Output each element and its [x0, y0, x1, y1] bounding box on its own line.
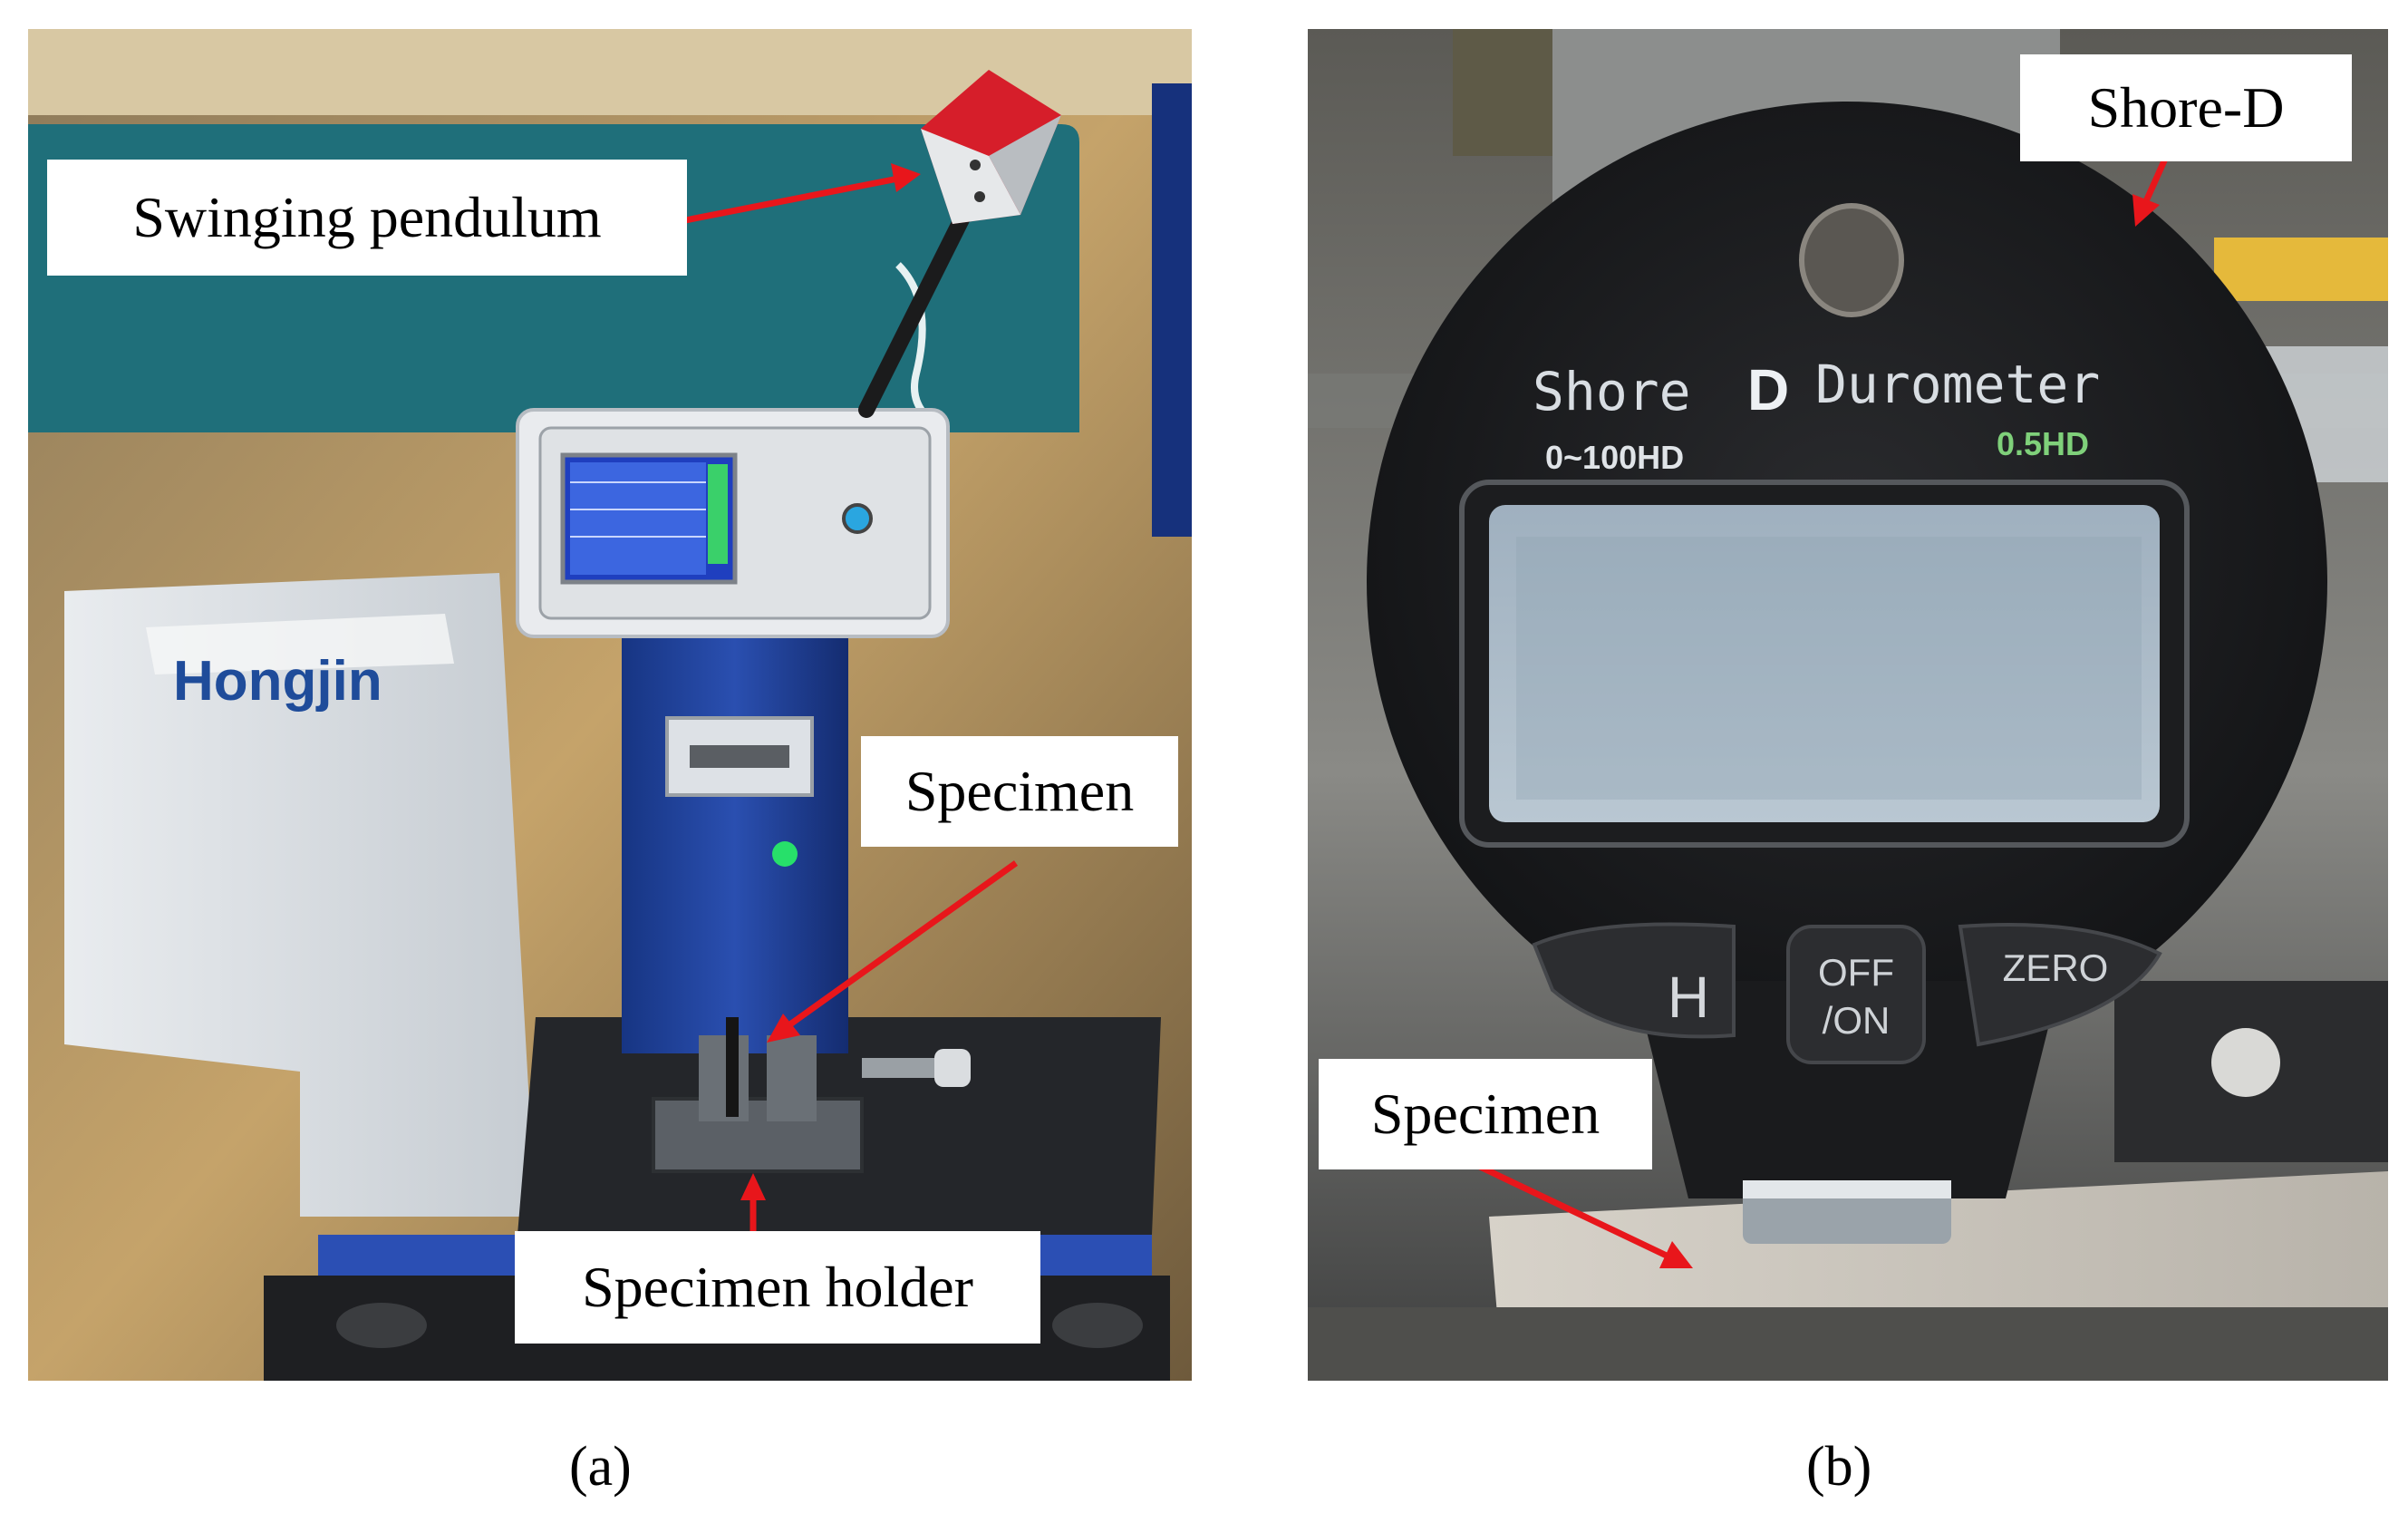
durometer-title-prefix: Shore — [1533, 361, 1691, 422]
zero-label: ZERO — [2003, 946, 2109, 989]
brand-emblem — [1799, 203, 1904, 317]
green-indicator-light — [772, 841, 798, 867]
h-button-label: H — [1668, 965, 1709, 1030]
callout-specimen-a: Specimen — [861, 736, 1178, 847]
photo-panel-b: Shore D Durometer 0~100HD 0.5HD H OFF /O… — [1308, 29, 2388, 1381]
machine-column — [622, 627, 848, 1053]
off-on-button — [1786, 925, 1926, 1064]
arrow-specimen-holder — [740, 1173, 766, 1235]
pendulum-head — [921, 70, 1061, 224]
arrow-specimen — [767, 860, 1019, 1043]
specimen-plate — [1489, 1171, 2388, 1325]
callout-specimen-holder: Specimen holder — [515, 1231, 1040, 1344]
callout-specimen-b: Specimen — [1319, 1059, 1652, 1169]
caption-a: (a) — [569, 1436, 632, 1498]
specimen-holder-vise — [652, 1097, 864, 1173]
power-knob — [842, 503, 873, 534]
arrow-pendulum — [680, 163, 921, 225]
zero-button — [1958, 923, 2162, 1047]
off-label: OFF — [1818, 951, 1894, 994]
lcd-display — [1489, 505, 2160, 822]
durometer-photo: Shore D Durometer 0~100HD 0.5HD H OFF /O… — [1308, 29, 2388, 1381]
specimen-bar — [726, 1017, 739, 1117]
durometer-range: 0~100HD — [1545, 439, 1684, 476]
durometer-title-letter: D — [1747, 357, 1789, 422]
callout-shore-d: Shore-D — [2020, 54, 2352, 161]
pendulum-arm — [858, 193, 979, 418]
durometer-title-suffix: Durometer — [1815, 354, 2100, 415]
h-button — [1532, 922, 1736, 1039]
on-label: /ON — [1823, 999, 1891, 1042]
hongjin-logo: Hongjin — [173, 650, 382, 713]
specimen-hopper — [64, 573, 536, 1217]
arrow-specimen-b — [1478, 1163, 1693, 1268]
callout-swinging-pendulum: Swinging pendulum — [47, 160, 687, 276]
caption-b: (b) — [1806, 1436, 1872, 1498]
durometer-resolution: 0.5HD — [1997, 425, 2089, 462]
